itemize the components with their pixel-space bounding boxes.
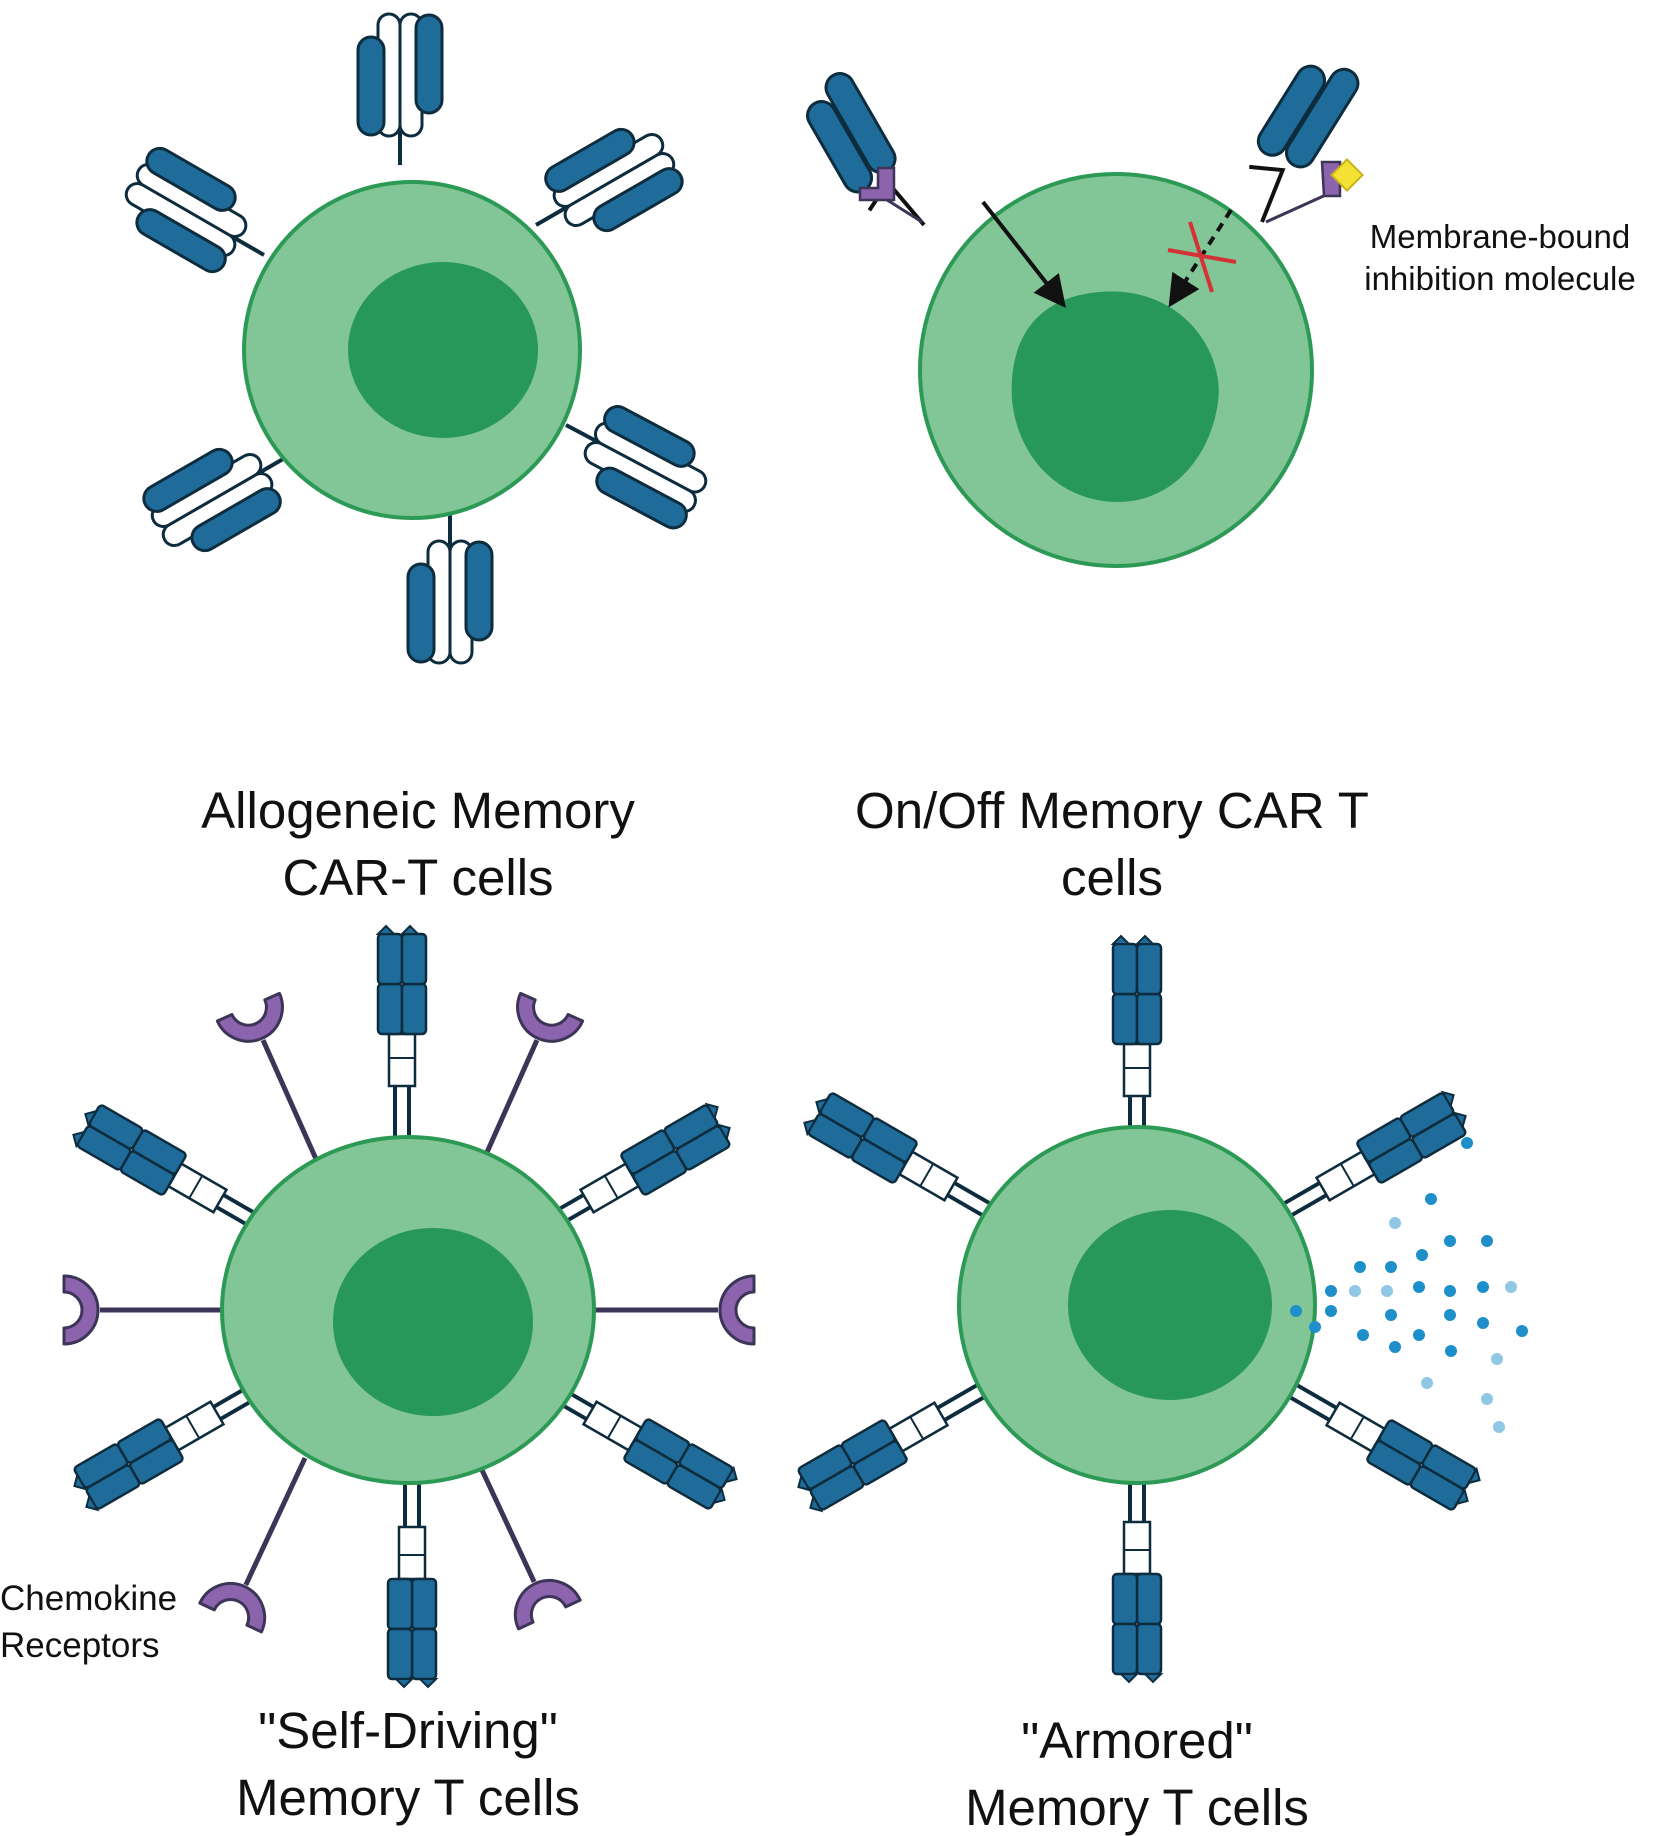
inhibition-molecule-label-line1: Membrane-bound (1370, 218, 1631, 255)
chemokine-receptor-icon (200, 1444, 336, 1632)
secreted-cytokine-dot-icon (1444, 1235, 1456, 1247)
chemokine-receptor-icon (64, 1276, 240, 1344)
activation-arrow-icon (981, 200, 1066, 309)
car-receptor-icon (1274, 1365, 1486, 1517)
secreted-cytokine-dot-icon (1385, 1309, 1397, 1321)
secreted-cytokine-dot-icon (1381, 1285, 1393, 1297)
secreted-cytokine-dot-icon (1421, 1377, 1433, 1389)
activating-ligand-icon (858, 166, 923, 224)
car-receptor-icon (1219, 46, 1366, 230)
inhibition-molecule-label-line2: inhibition molecule (1364, 260, 1636, 297)
secreted-cytokine-dot-icon (1481, 1235, 1493, 1247)
secreted-cytokine-dot-icon (1389, 1341, 1401, 1353)
secreted-cytokine-dot-icon (1413, 1329, 1425, 1341)
secreted-cytokine-dot-icon (1481, 1393, 1493, 1405)
secreted-cytokine-dot-icon (1389, 1217, 1401, 1229)
allogeneic-cell-nucleus (348, 262, 538, 438)
secreted-cytokine-dot-icon (1425, 1193, 1437, 1205)
armored-cell-group (788, 934, 1528, 1684)
on-off-cell-nucleus (1011, 291, 1219, 502)
car-receptor-icon (798, 1086, 1010, 1238)
car-receptor-icon (1111, 934, 1163, 1150)
on-off-cell-group: Membrane-bound inhibition molecule (792, 46, 1636, 568)
car-receptor-icon (792, 66, 935, 251)
car-receptor-icon (788, 1365, 1000, 1517)
y-shaped-antibody-car-icon (110, 141, 287, 294)
car-receptor-icon (376, 924, 428, 1140)
allogeneic-title-line2: CAR-T cells (282, 849, 553, 906)
secreted-cytokine-dot-icon (1477, 1281, 1489, 1293)
secreted-cytokine-dot-icon (1493, 1421, 1505, 1433)
y-shaped-antibody-car-icon (513, 111, 690, 264)
secreted-cytokine-dot-icon (1445, 1345, 1457, 1357)
secreted-cytokine-dot-icon (1354, 1261, 1366, 1273)
secreted-cytokine-dot-icon (1491, 1353, 1503, 1365)
chemokine-label-line2: Receptors (0, 1626, 160, 1665)
secreted-cytokine-dot-icon (1461, 1137, 1473, 1149)
secreted-cytokine-dot-icon (1385, 1261, 1397, 1273)
secreted-cytokine-dot-icon (1444, 1309, 1456, 1321)
allogeneic-title-line1: Allogeneic Memory (201, 782, 635, 839)
self-driving-title-line2: Memory T cells (236, 1769, 580, 1826)
secreted-cytokine-dot-icon (1505, 1281, 1517, 1293)
self-driving-title-line1: "Self-Driving" (258, 1702, 558, 1759)
secreted-cytokine-dot-icon (1444, 1285, 1456, 1297)
armored-title-line2: Memory T cells (965, 1779, 1309, 1836)
on-off-title-line2: cells (1061, 849, 1163, 906)
car-receptor-icon (1111, 1468, 1163, 1684)
secreted-cytokine-dot-icon (1357, 1329, 1369, 1341)
y-shaped-antibody-car-icon (406, 510, 494, 665)
secreted-cytokine-dot-icon (1325, 1285, 1337, 1297)
secreted-cytokine-dot-icon (1325, 1305, 1337, 1317)
secreted-cytokine-dot-icon (1290, 1305, 1302, 1317)
secreted-cytokine-dot-icon (1416, 1249, 1428, 1261)
armored-title-line1: "Armored" (1021, 1712, 1253, 1769)
car-receptor-icon (386, 1473, 438, 1689)
secreted-cytokine-dot-icon (1516, 1325, 1528, 1337)
chemokine-label-line1: Chemokine (0, 1579, 177, 1618)
car-receptor-icon (1264, 1086, 1476, 1238)
secreted-cytokines (1290, 1137, 1528, 1433)
on-off-title-line1: On/Off Memory CAR T (855, 782, 1369, 839)
secreted-cytokine-dot-icon (1349, 1285, 1361, 1297)
secreted-cytokine-dot-icon (1413, 1281, 1425, 1293)
secreted-cytokine-dot-icon (1477, 1317, 1489, 1329)
self-driving-cell-nucleus (333, 1228, 533, 1416)
inhibition-molecule-icon (1265, 158, 1364, 224)
armored-cell-nucleus (1068, 1210, 1272, 1400)
y-shaped-antibody-car-icon (356, 12, 444, 167)
allogeneic-cell-group (110, 12, 719, 665)
y-shaped-antibody-car-icon (546, 388, 719, 533)
self-driving-cell-group: Chemokine Receptors (0, 924, 754, 1689)
chemokine-receptor-icon (578, 1276, 754, 1344)
red-x-icon (1167, 221, 1237, 293)
secreted-cytokine-dot-icon (1309, 1321, 1321, 1333)
